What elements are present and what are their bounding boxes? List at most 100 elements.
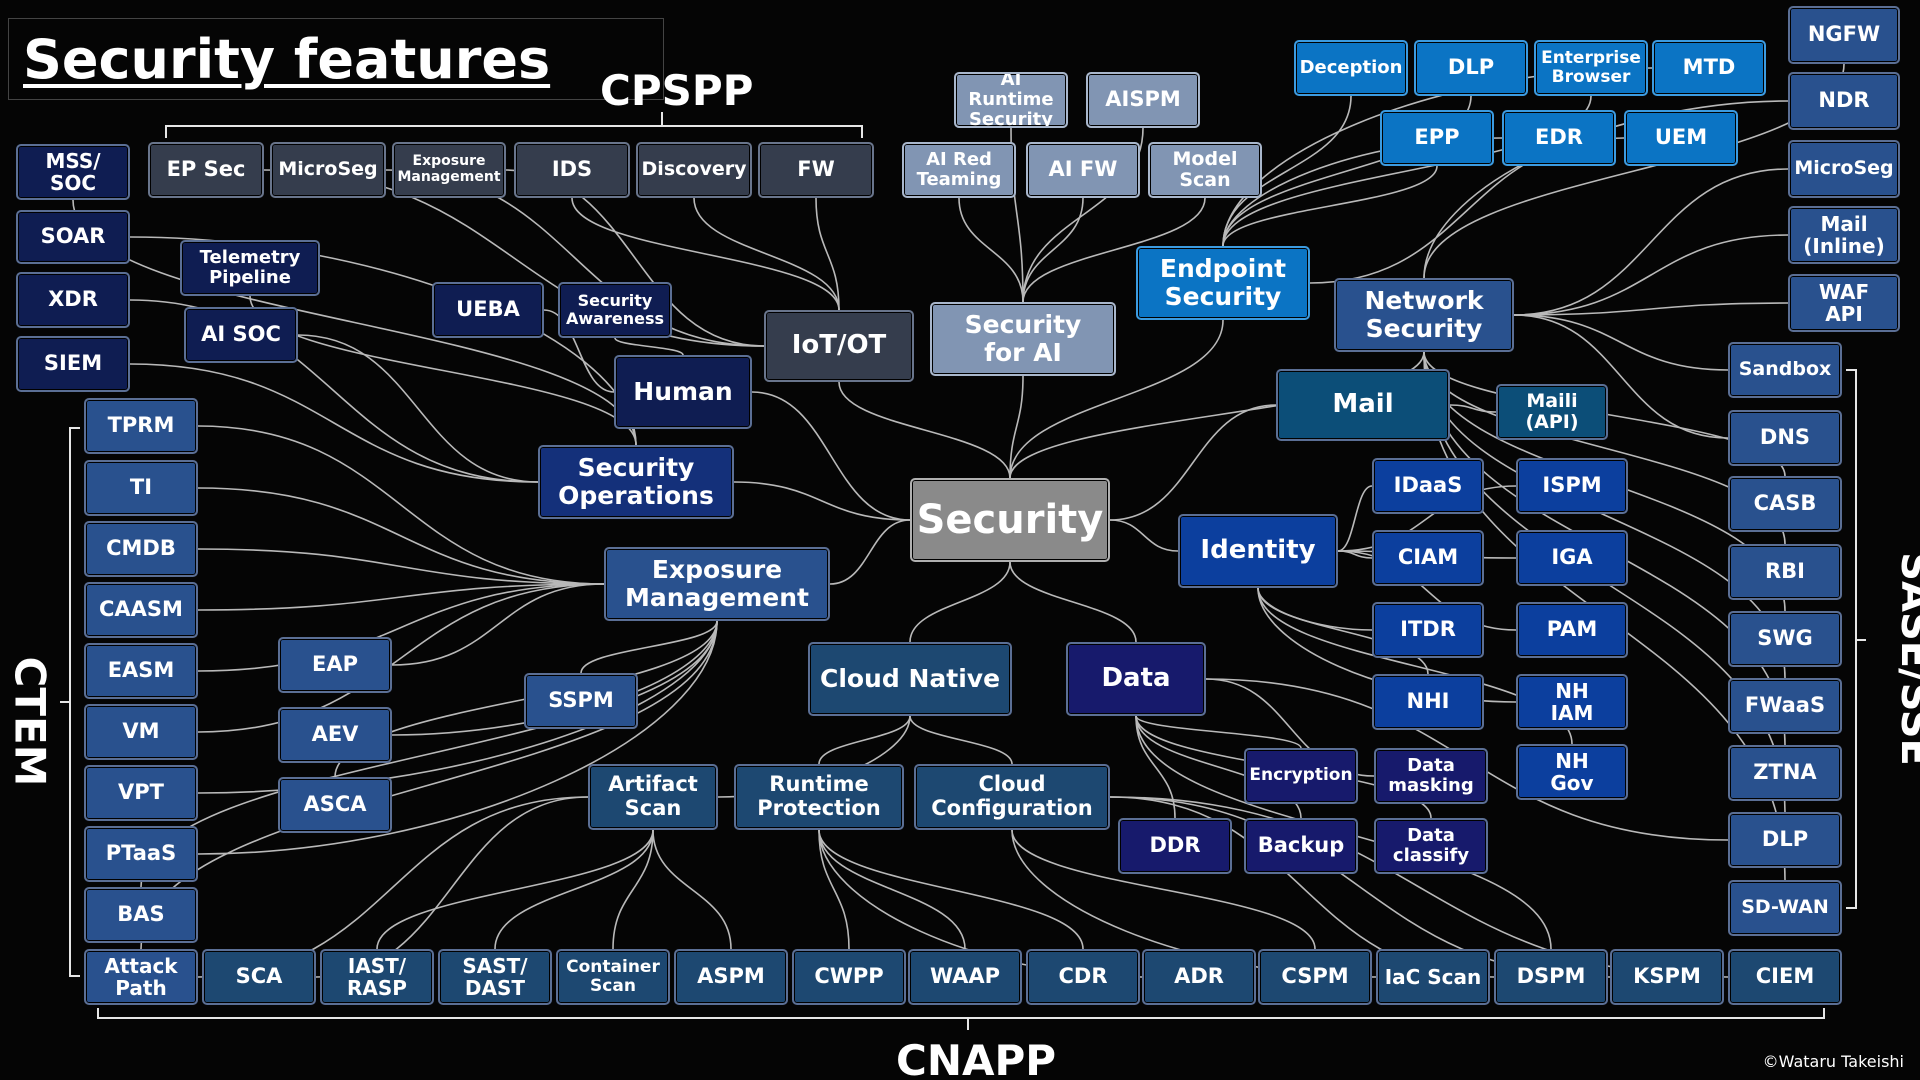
connector-security-to-exposure-management bbox=[829, 519, 911, 585]
node-dns: DNS bbox=[1728, 410, 1842, 466]
connector-security-to-data bbox=[1009, 561, 1137, 643]
node-ai-soc: AI SOC bbox=[184, 307, 298, 363]
connector-security-to-human bbox=[751, 391, 911, 521]
node-dspm: DSPM bbox=[1494, 949, 1608, 1005]
connector-security-for-ai-to-model-scan bbox=[1022, 197, 1206, 303]
connector-artifact-scan-to-container-scan bbox=[612, 829, 654, 950]
node-exposure-management-ot: Exposure Management bbox=[392, 142, 506, 198]
node-mtd: MTD bbox=[1652, 40, 1766, 96]
node-cloud-configuration: Cloud Configuration bbox=[914, 764, 1110, 830]
connector-human-to-ueba bbox=[543, 309, 615, 393]
node-microseg-net: MicroSeg bbox=[1788, 140, 1900, 198]
connector-iot-ot-to-ids bbox=[571, 197, 840, 311]
node-mail-inline: Mail (Inline) bbox=[1788, 206, 1900, 264]
connector-cloud-native-to-runtime-protection bbox=[818, 715, 911, 765]
node-bas: BAS bbox=[84, 887, 198, 943]
node-security-for-ai: Security for AI bbox=[930, 302, 1116, 376]
connector-security-for-ai-to-ai-red-teaming bbox=[958, 197, 1024, 303]
connector-exposure-management-to-ti bbox=[197, 487, 605, 585]
connector-mail-to-mail-api bbox=[1449, 404, 1497, 413]
node-aev: AEV bbox=[278, 707, 392, 763]
node-dlp-sase: DLP bbox=[1728, 812, 1842, 868]
node-enterprise-browser: Enterprise Browser bbox=[1534, 40, 1648, 96]
node-data-classify: Data classify bbox=[1374, 818, 1488, 874]
node-iga: IGA bbox=[1516, 530, 1628, 586]
node-nh-iam: NH IAM bbox=[1516, 674, 1628, 730]
node-ngfw: NGFW bbox=[1788, 6, 1900, 64]
node-soar: SOAR bbox=[16, 210, 130, 264]
node-mail-api: Maili (API) bbox=[1496, 384, 1608, 440]
group-label-cpspp: CPSPP bbox=[600, 66, 754, 115]
node-idaas: IDaaS bbox=[1372, 458, 1484, 514]
group-label-ctem: CTEM bbox=[5, 656, 55, 787]
bracket-cpspp bbox=[165, 112, 863, 138]
connector-network-security-to-mail-inline bbox=[1513, 234, 1789, 316]
node-ispm: ISPM bbox=[1516, 458, 1628, 514]
node-ztna: ZTNA bbox=[1728, 745, 1842, 801]
connector-exposure-management-to-ptaas bbox=[197, 620, 718, 855]
connector-identity-to-nhi bbox=[1257, 587, 1429, 675]
node-data: Data bbox=[1066, 642, 1206, 716]
node-attack-path: Attack Path bbox=[84, 949, 198, 1005]
node-epp: EPP bbox=[1380, 110, 1494, 166]
node-edr: EDR bbox=[1502, 110, 1616, 166]
connector-security-for-ai-to-ai-fw bbox=[1022, 197, 1084, 303]
node-sca: SCA bbox=[202, 949, 316, 1005]
node-backup: Backup bbox=[1244, 818, 1358, 874]
node-discovery: Discovery bbox=[636, 142, 752, 198]
node-sspm: SSPM bbox=[524, 673, 638, 729]
node-endpoint-security: Endpoint Security bbox=[1136, 246, 1310, 320]
node-sandbox: Sandbox bbox=[1728, 342, 1842, 398]
connector-endpoint-security-to-epp bbox=[1222, 165, 1438, 247]
connector-iot-ot-to-discovery bbox=[693, 197, 840, 311]
connector-runtime-protection-to-cdr bbox=[818, 829, 1084, 950]
copyright: ©Wataru Takeishi bbox=[1762, 1052, 1904, 1071]
connector-iot-ot-to-fw bbox=[815, 197, 840, 311]
node-ndr: NDR bbox=[1788, 72, 1900, 130]
node-model-scan: Model Scan bbox=[1148, 142, 1262, 198]
node-swg: SWG bbox=[1728, 611, 1842, 667]
connector-identity-to-ispm bbox=[1337, 485, 1517, 552]
connector-exposure-management-to-easm bbox=[197, 583, 605, 672]
node-kspm: KSPM bbox=[1610, 949, 1724, 1005]
node-ai-red-teaming: AI Red Teaming bbox=[902, 142, 1016, 198]
connector-data-to-ddr bbox=[1135, 715, 1176, 819]
connector-data-to-encryption bbox=[1135, 715, 1302, 749]
connector-exposure-management-to-sspm bbox=[580, 620, 718, 674]
group-label-sase-sse: SASE/SSE bbox=[1892, 552, 1920, 766]
node-eap: EAP bbox=[278, 637, 392, 693]
node-cdr: CDR bbox=[1026, 949, 1140, 1005]
node-rbi: RBI bbox=[1728, 544, 1842, 600]
bracket-sase bbox=[1846, 369, 1866, 909]
connector-artifact-scan-to-aspm bbox=[652, 829, 732, 950]
connector-security-to-security-operations bbox=[733, 481, 911, 521]
bracket-cnapp bbox=[97, 1008, 1825, 1030]
connector-security-to-endpoint-security bbox=[1009, 319, 1224, 479]
node-pam: PAM bbox=[1516, 602, 1628, 658]
node-caasm: CAASM bbox=[84, 582, 198, 638]
node-ti: TI bbox=[84, 460, 198, 516]
node-data-masking: Data masking bbox=[1374, 748, 1488, 804]
node-security: Security bbox=[910, 478, 1110, 562]
connector-security-operations-to-siem bbox=[129, 363, 539, 483]
node-runtime-protection: Runtime Protection bbox=[734, 764, 904, 830]
node-ciam: CIAM bbox=[1372, 530, 1484, 586]
connector-exposure-management-to-tprm bbox=[197, 425, 605, 585]
node-cspm: CSPM bbox=[1258, 949, 1372, 1005]
connector-cloud-configuration-to-cspm bbox=[1011, 829, 1316, 950]
node-easm: EASM bbox=[84, 643, 198, 699]
bracket-ctem bbox=[60, 427, 80, 977]
node-deception: Deception bbox=[1294, 40, 1408, 96]
node-iot-ot: IoT/OT bbox=[764, 310, 914, 382]
node-container-scan: Container Scan bbox=[556, 949, 670, 1005]
connector-security-to-iot-ot bbox=[838, 381, 1011, 479]
connector-network-security-to-sandbox bbox=[1513, 314, 1729, 371]
node-vpt: VPT bbox=[84, 765, 198, 821]
node-itdr: ITDR bbox=[1372, 602, 1484, 658]
node-sast-dast: SAST/ DAST bbox=[438, 949, 552, 1005]
node-encryption: Encryption bbox=[1244, 748, 1358, 804]
connector-human-to-security-awareness bbox=[614, 337, 684, 356]
node-network-security: Network Security bbox=[1334, 278, 1514, 352]
node-xdr: XDR bbox=[16, 272, 130, 328]
